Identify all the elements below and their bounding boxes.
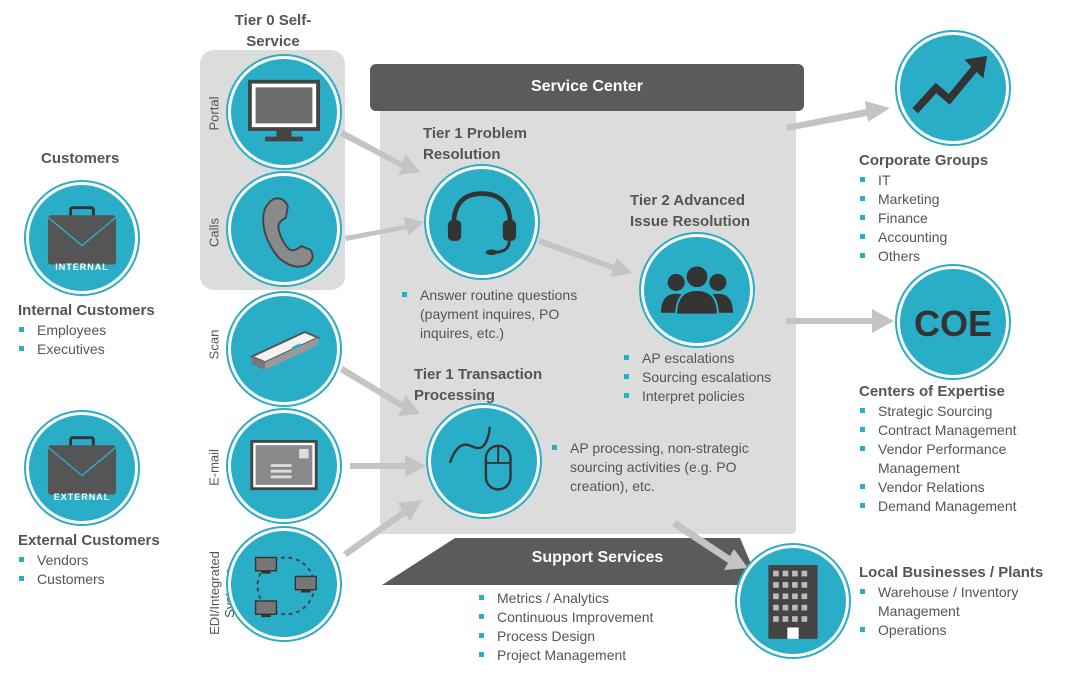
list-item: Customers [19,570,105,589]
list-item: Interpret policies [624,387,771,406]
arrow-calls [345,217,424,241]
corporate-circle [897,32,1009,144]
local-title: Local Businesses / Plants [859,564,1044,581]
headset-icon [447,191,517,256]
external-customer-circle: EXTERNAL [26,412,138,524]
tier1-problem-list: Answer routine questions (payment inquir… [402,286,607,343]
arrow-edi [343,500,422,557]
arrow-email [350,455,426,477]
label-scan: Scan [206,329,222,360]
tier1-transaction-title: Tier 1 Transaction Processing [414,366,543,404]
service-center-title: Service Center [530,78,644,95]
edi-circle [228,528,340,640]
list-item: Employees [19,321,106,340]
coe-circle: COE [897,266,1009,378]
list-item: Demand Management [860,497,1060,516]
list-item: Metrics / Analytics [479,589,653,608]
local-list: Warehouse / Inventory Management Operati… [860,583,1050,640]
list-item: Project Management [479,646,653,665]
list-item: Operations [860,621,1050,640]
list-item: Finance [860,209,947,228]
tier1-transaction-circle [428,405,540,517]
arrow-portal [340,130,420,175]
building-icon [768,565,818,639]
tier2-circle [641,234,753,346]
tier0-title: Tier 0 Self- Service [234,12,312,50]
list-item: Answer routine questions (payment inquir… [402,286,607,343]
briefcase-icon [47,436,117,495]
monitor-icon [248,79,320,142]
tier1-problem-title: Tier 1 Problem Resolution [423,125,527,163]
briefcase-icon [47,206,117,265]
label-email: E-mail [206,449,222,486]
support-services-banner [382,538,760,585]
arrow-coe [786,309,894,333]
support-services-list: Metrics / Analytics Continuous Improveme… [479,589,653,665]
coe-badge: COE [913,303,992,344]
list-item: Sourcing escalations [624,368,771,387]
list-item: Accounting [860,228,947,247]
internal-badge: INTERNAL [55,262,109,272]
service-center-header [370,64,804,111]
list-item: Continuous Improvement [479,608,653,627]
email-circle [228,410,340,522]
list-item: Vendors [19,551,105,570]
list-item: Strategic Sourcing [860,402,1060,421]
external-badge: EXTERNAL [53,492,111,502]
support-services-title: Support Services [531,549,664,566]
list-item: Warehouse / Inventory Management [860,583,1048,621]
corporate-title: Corporate Groups [859,152,989,169]
external-customers-title: External Customers [18,532,160,549]
list-item: Vendor Performance Management [860,440,1038,478]
scan-circle [228,293,340,405]
corporate-list: IT Marketing Finance Accounting Others [860,171,947,266]
mouse-icon [448,426,512,491]
scanner-icon [249,330,321,370]
list-item: AP escalations [624,349,771,368]
tier2-title: Tier 2 Advanced Issue Resolution [630,192,751,230]
tier2-list: AP escalations Sourcing escalations Inte… [624,349,771,406]
phone-icon [262,197,314,268]
arrow-tier1-tier2 [538,238,632,277]
trend-up-icon [912,55,988,114]
arrow-scan [340,366,420,416]
coe-title: Centers of Expertise [859,383,1005,400]
list-item: AP processing, non-strategic sourcing ac… [552,439,767,496]
network-icon [254,556,317,618]
arrow-corporate [786,101,890,131]
local-circle [737,545,849,657]
arrow-local [672,520,748,570]
list-item: Process Design [479,627,653,646]
label-calls: Calls [206,218,222,247]
list-item: IT [860,171,947,190]
internal-customers-list: Employees Executives [19,321,106,359]
list-item: Marketing [860,190,947,209]
list-item: Executives [19,340,106,359]
portal-circle [228,56,340,168]
calls-circle [228,173,340,285]
internal-customers-title: Internal Customers [18,302,155,319]
people-icon [661,264,733,316]
list-item: Others [860,247,947,266]
list-item: Vendor Relations [860,478,1060,497]
external-customers-list: Vendors Customers [19,551,105,589]
tier1-transaction-list: AP processing, non-strategic sourcing ac… [552,439,767,496]
internal-customer-circle: INTERNAL [26,182,138,294]
customers-title: Customers [41,150,120,167]
list-item: Contract Management [860,421,1060,440]
envelope-icon [250,439,318,491]
coe-list: Strategic Sourcing Contract Management V… [860,402,1060,516]
tier1-problem-circle [426,166,538,278]
label-portal: Portal [206,96,222,131]
